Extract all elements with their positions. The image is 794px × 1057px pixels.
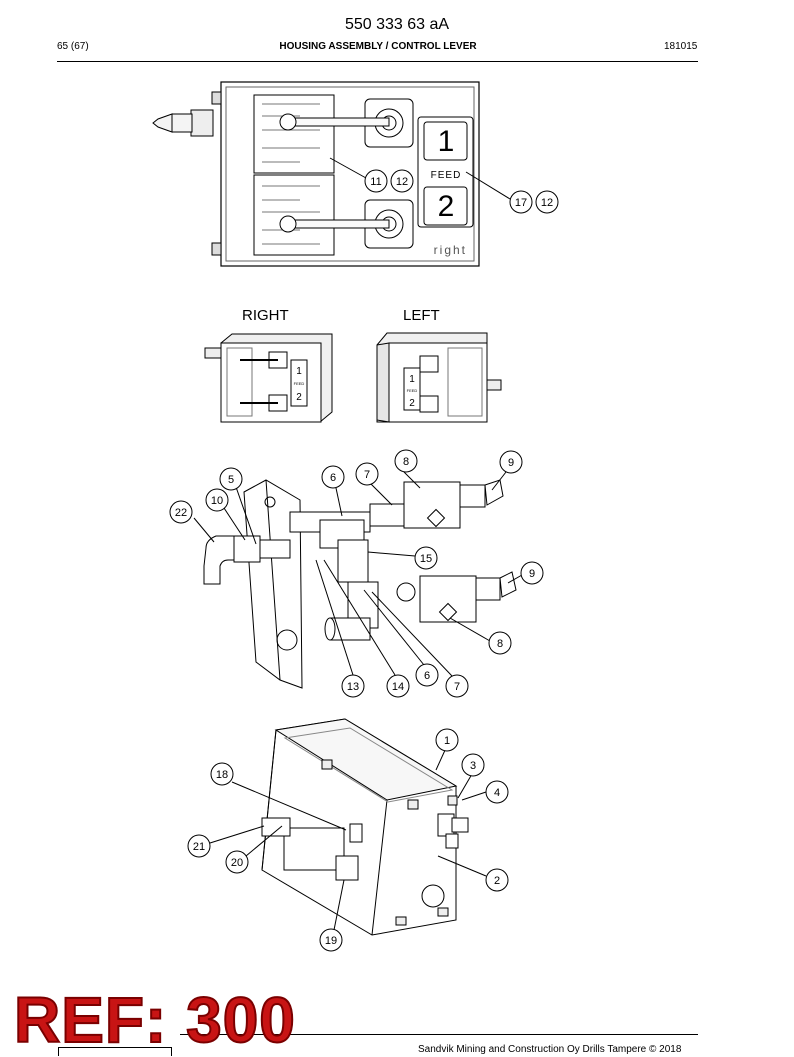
svg-text:1: 1 (444, 735, 450, 747)
elbow-fitting (203, 535, 291, 585)
callout-22: 22 (169, 500, 193, 524)
callout-21: 21 (187, 834, 211, 858)
feed-label: FEED (431, 170, 462, 181)
control-lever-lower (279, 199, 414, 249)
callout-15: 15 (414, 546, 438, 570)
callout-17: 17 (509, 190, 533, 214)
callout-14: 14 (386, 674, 410, 698)
housing-front-view: 1 2 FEED right (152, 81, 511, 267)
svg-text:6: 6 (330, 472, 336, 484)
svg-text:9: 9 (529, 568, 535, 580)
side-fitting (152, 109, 214, 137)
svg-text:15: 15 (420, 553, 432, 565)
svg-text:2: 2 (494, 875, 500, 887)
svg-text:19: 19 (325, 935, 337, 947)
page-number: 65 (67) (57, 41, 89, 52)
housing-side-fitting (437, 813, 469, 849)
svg-text:12: 12 (541, 197, 553, 209)
right-view-label: RIGHT (242, 307, 289, 324)
svg-text:8: 8 (403, 456, 409, 468)
callout-19: 19 (319, 928, 343, 952)
housing-leader-lines (209, 747, 487, 931)
side-marking: right (434, 243, 467, 257)
lever-number-2: 2 (438, 190, 455, 223)
callout-2: 2 (485, 868, 509, 892)
callout-6: 6 (321, 465, 345, 489)
svg-text:FEED: FEED (294, 381, 305, 386)
callout-8: 8 (394, 449, 418, 473)
lever-number-1: 1 (438, 125, 455, 158)
svg-text:11: 11 (370, 176, 381, 188)
callout-18: 18 (210, 762, 234, 786)
callout-7: 7 (355, 462, 379, 486)
callout-20: 20 (225, 850, 249, 874)
svg-text:10: 10 (211, 495, 223, 507)
svg-text:9: 9 (508, 457, 514, 469)
svg-text:1: 1 (296, 366, 302, 377)
svg-text:1: 1 (409, 374, 415, 385)
valve-leader-lines (193, 471, 523, 677)
svg-text:4: 4 (494, 787, 500, 799)
svg-text:18: 18 (216, 769, 228, 781)
svg-text:5: 5 (228, 474, 234, 486)
svg-text:14: 14 (392, 681, 404, 693)
svg-text:6: 6 (424, 670, 430, 682)
housing-valve (261, 817, 363, 881)
footer-divider (180, 1034, 698, 1035)
feed-panel: 1 2 FEED (417, 116, 474, 228)
header-divider (57, 61, 698, 62)
tee-fitting (319, 519, 369, 583)
callout-12-b: 12 (535, 190, 559, 214)
svg-text:20: 20 (231, 857, 243, 869)
brand-logo (58, 1047, 172, 1056)
revision-date: 181015 (664, 41, 698, 52)
callout-11: 11 (364, 169, 388, 193)
left-housing-view: 1 2 FEED (376, 332, 502, 423)
svg-text:7: 7 (364, 469, 370, 481)
svg-text:22: 22 (175, 507, 187, 519)
svg-text:FEED: FEED (407, 388, 418, 393)
svg-text:3: 3 (470, 760, 476, 772)
svg-text:2: 2 (296, 392, 302, 403)
svg-text:17: 17 (515, 197, 527, 209)
callout-7-b: 7 (445, 674, 469, 698)
callout-10: 10 (205, 488, 229, 512)
copyright-text: Sandvik Mining and Construction Oy Drill… (418, 1044, 682, 1055)
left-view-label: LEFT (403, 307, 440, 324)
page-title: HOUSING ASSEMBLY / CONTROL LEVER (279, 41, 477, 52)
svg-text:8: 8 (497, 638, 503, 650)
callout-3: 3 (461, 753, 485, 777)
svg-text:7: 7 (454, 681, 460, 693)
svg-text:12: 12 (396, 176, 408, 188)
control-lever-upper (279, 98, 414, 148)
callout-13: 13 (341, 674, 365, 698)
svg-text:21: 21 (193, 841, 205, 853)
document-code: 550 333 63 aA (344, 16, 450, 33)
callout-12: 12 (390, 169, 414, 193)
svg-text:2: 2 (409, 398, 415, 409)
callout-9: 9 (499, 450, 523, 474)
valve-assembly-lower (324, 571, 517, 641)
callout-1: 1 (435, 728, 459, 752)
right-housing-view: 1 2 FEED (204, 333, 333, 423)
mounting-plate (243, 479, 303, 689)
callout-9-b: 9 (520, 561, 544, 585)
callout-6-b: 6 (415, 663, 439, 687)
callout-4: 4 (485, 780, 509, 804)
callout-8-b: 8 (488, 631, 512, 655)
callout-5: 5 (219, 467, 243, 491)
svg-text:13: 13 (347, 681, 359, 693)
reference-stamp: REF: 300 (13, 983, 296, 1057)
